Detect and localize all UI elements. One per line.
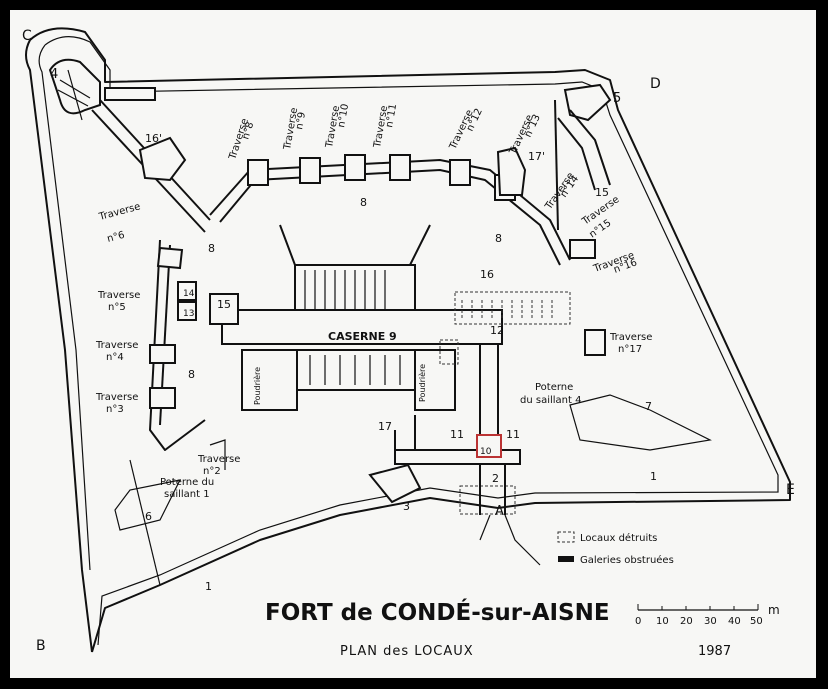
num-12: 12 <box>490 324 504 337</box>
legend-swatch-destroyed <box>557 531 575 543</box>
legend-obstructed-label: Galeries obstruées <box>580 554 674 566</box>
num-10: 10 <box>480 447 492 457</box>
traverse-10-line2: n°10 <box>336 103 351 129</box>
postern-4-line1: Poterne <box>535 382 573 393</box>
num-14: 14 <box>183 289 195 299</box>
poudriere-left: Poudrière <box>252 367 262 405</box>
outer-enceinte <box>25 27 791 653</box>
scale-tick-30: 30 <box>704 616 717 627</box>
corner-e: E <box>786 482 795 498</box>
magazines <box>138 136 527 196</box>
traverse-5-line1: Traverse <box>97 290 140 301</box>
num-15-west: 15 <box>217 298 231 311</box>
corner-labels: C D E B A 4 5 <box>22 28 795 654</box>
bastion-4-label: 4 <box>50 67 58 82</box>
num-15-east: 15 <box>595 186 609 199</box>
bastion-4 <box>48 58 211 233</box>
map-subtitle: PLAN des LOCAUX <box>340 644 474 659</box>
num-8-top: 8 <box>360 196 367 209</box>
num-2: 2 <box>492 472 499 485</box>
traverse-4-line2: n°4 <box>106 352 124 363</box>
num-16p: 16' <box>145 132 162 145</box>
num-8-west: 8 <box>188 368 195 381</box>
map-sheet: C D E B A 4 5 Traverse n°8 Traverse n°9 … <box>10 10 816 678</box>
corner-a: A <box>495 504 504 519</box>
legend-swatch-obstructed <box>558 556 574 562</box>
scale-tick-40: 40 <box>728 616 741 627</box>
postern-1-line2: saillant 1 <box>164 489 210 500</box>
scale-unit: m <box>768 603 780 617</box>
num-11-right: 11 <box>506 428 520 441</box>
num-16: 16 <box>480 268 494 281</box>
traverse-11-line2: n°11 <box>384 103 399 129</box>
scale-tick-10: 10 <box>656 616 669 627</box>
num-8-left: 8 <box>208 242 215 255</box>
traverse-8-line2: n°8 <box>240 121 256 141</box>
traverse-2-line1: Traverse <box>197 454 240 465</box>
bastion-5-label: 5 <box>613 91 621 106</box>
corner-d: D <box>650 76 661 92</box>
corner-c: C <box>22 28 32 44</box>
num-1-south: 1 <box>205 580 212 593</box>
legend-destroyed-label: Locaux détruits <box>580 532 657 544</box>
traverse-3-line2: n°3 <box>106 404 124 415</box>
traverse-labels: Traverse n°8 Traverse n°9 Traverse n°10 … <box>95 103 652 477</box>
traverse-3-line1: Traverse <box>95 392 138 403</box>
legend: Locaux détruits Galeries obstruées <box>557 531 674 566</box>
num-11-left: 11 <box>450 428 464 441</box>
destroyed-premises <box>439 291 571 515</box>
num-3: 3 <box>403 500 410 513</box>
caserne-label: CASERNE 9 <box>328 330 397 343</box>
map-title: FORT de CONDÉ-sur-AISNE <box>265 598 610 626</box>
num-17: 17 <box>378 420 392 433</box>
traverse-9-line2: n°9 <box>294 111 308 130</box>
poudriere-right: Poudrière <box>417 364 427 402</box>
premise-numbers: CASERNE 9 Poudrière Poudrière 8 8 8 8 16… <box>145 132 657 593</box>
num-17p: 17' <box>528 150 545 163</box>
scale-tick-0: 0 <box>635 616 641 627</box>
map-year: 1987 <box>698 644 731 659</box>
scale-bar: 0 10 20 30 40 50 m <box>635 603 780 627</box>
postern-1-line1: Poterne du <box>160 477 214 488</box>
corner-b: B <box>36 638 46 654</box>
caserne-9 <box>177 264 503 411</box>
num-13: 13 <box>183 309 194 319</box>
entrance <box>368 345 521 515</box>
bastion-5 <box>554 83 612 231</box>
rampart-traverses <box>149 154 606 409</box>
scale-tick-20: 20 <box>680 616 693 627</box>
num-8-right: 8 <box>495 232 502 245</box>
num-1-east: 1 <box>650 470 657 483</box>
fort-plan: C D E B A 4 5 Traverse n°8 Traverse n°9 … <box>22 27 795 659</box>
postern-labels: Poterne du saillant 1 Poterne du saillan… <box>160 382 581 500</box>
traverse-2-line2: n°2 <box>203 466 221 477</box>
traverse-4-line1: Traverse <box>95 340 138 351</box>
traverse-17-line1: Traverse <box>609 332 652 343</box>
title-block: FORT de CONDÉ-sur-AISNE PLAN des LOCAUX … <box>265 598 731 659</box>
postern-4-line2: du saillant 4 <box>520 395 581 406</box>
traverse-17-line2: n°17 <box>618 344 642 355</box>
num-6: 6 <box>145 510 152 523</box>
traverse-5-line2: n°5 <box>108 302 126 313</box>
num-7: 7 <box>645 400 652 413</box>
traverse-6-line2: n°6 <box>106 230 126 245</box>
ditches <box>114 394 712 566</box>
traverse-6-line1: Traverse <box>97 201 142 223</box>
scale-tick-50: 50 <box>750 616 763 627</box>
